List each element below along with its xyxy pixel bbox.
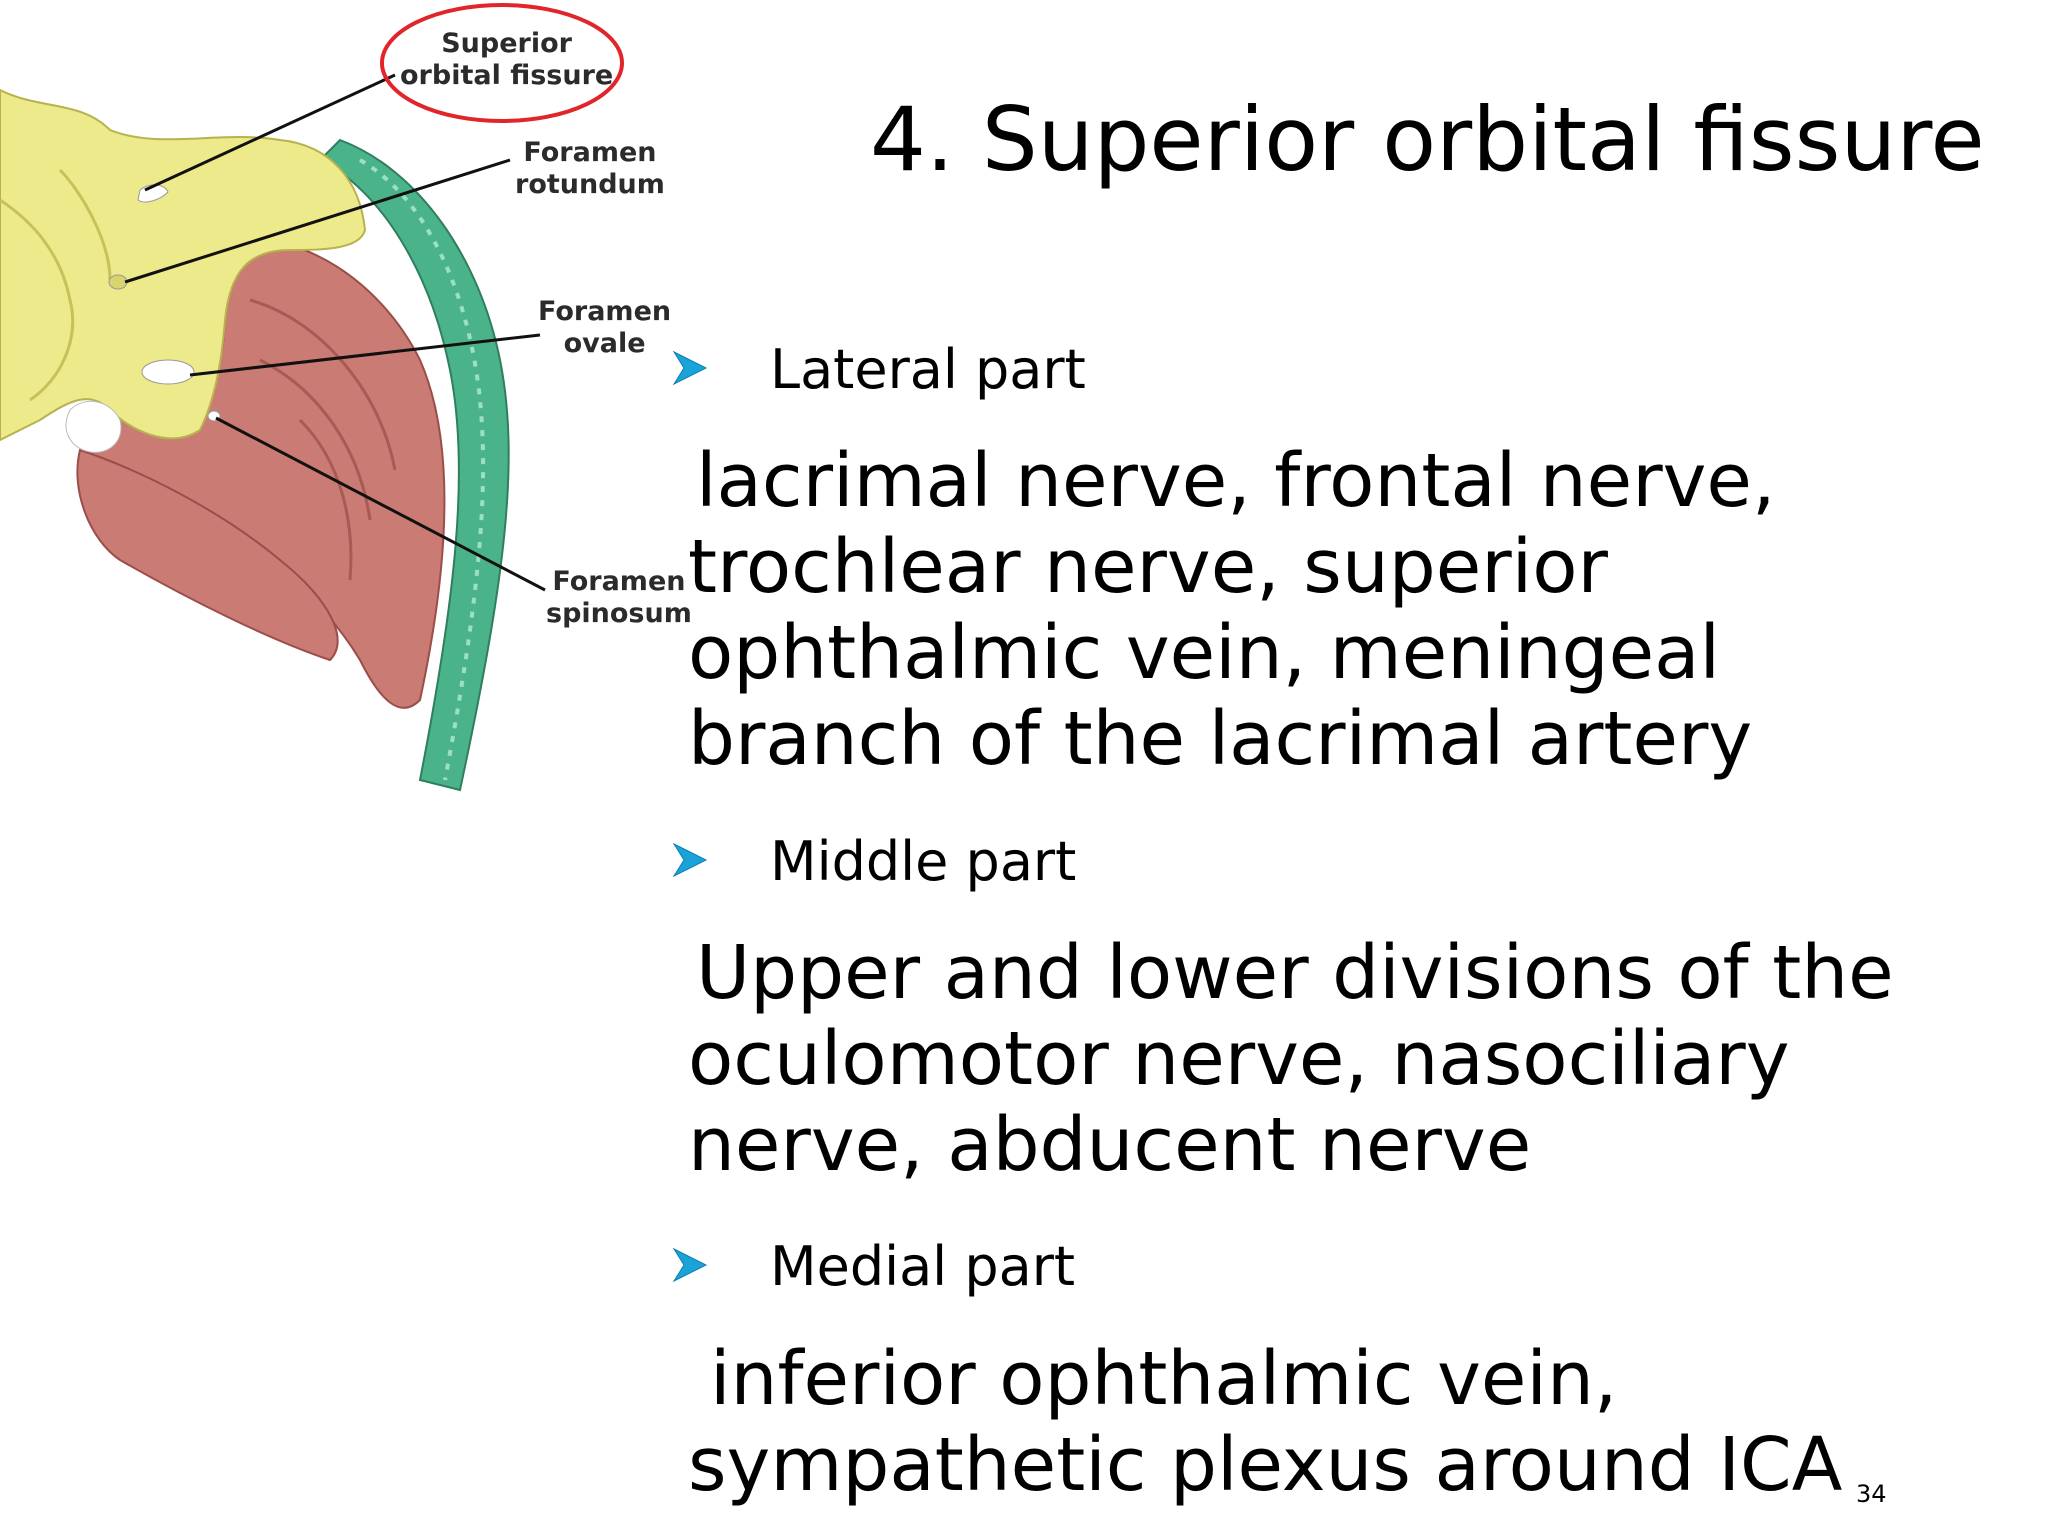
label-foramen-rotundum: Foramen rotundum xyxy=(515,137,665,200)
section-heading: Medial part xyxy=(770,1235,1076,1298)
anatomy-figure: Superior orbital fissure Foramen rotundu… xyxy=(0,0,692,800)
section-heading: Middle part xyxy=(770,830,1077,893)
section-body-middle: Upper and lower divisions of the oculomo… xyxy=(688,930,1894,1188)
section-body-lateral: lacrimal nerve, frontal nerve, trochlear… xyxy=(688,438,1776,782)
bullet-medial-part: Medial part xyxy=(670,1237,1075,1297)
label-foramen-spinosum: Foramen spinosum xyxy=(546,566,692,629)
section-heading: Lateral part xyxy=(770,338,1086,401)
label-superior-orbital-fissure: Superior orbital fissure xyxy=(400,28,614,91)
arrow-bullet-icon xyxy=(672,1247,708,1283)
bullet-middle-part: Middle part xyxy=(670,832,1076,892)
arrow-bullet-icon xyxy=(672,842,708,878)
skull-base-illustration xyxy=(0,3,624,792)
arrow-bullet-icon xyxy=(672,350,708,386)
label-foramen-ovale: Foramen ovale xyxy=(538,296,672,359)
section-body-medial: inferior ophthalmic vein, sympathetic pl… xyxy=(688,1336,1843,1508)
bullet-lateral-part: Lateral part xyxy=(670,340,1086,400)
page-number: 34 xyxy=(1856,1480,1887,1508)
slide-title: 4. Superior orbital fissure xyxy=(870,88,1985,191)
